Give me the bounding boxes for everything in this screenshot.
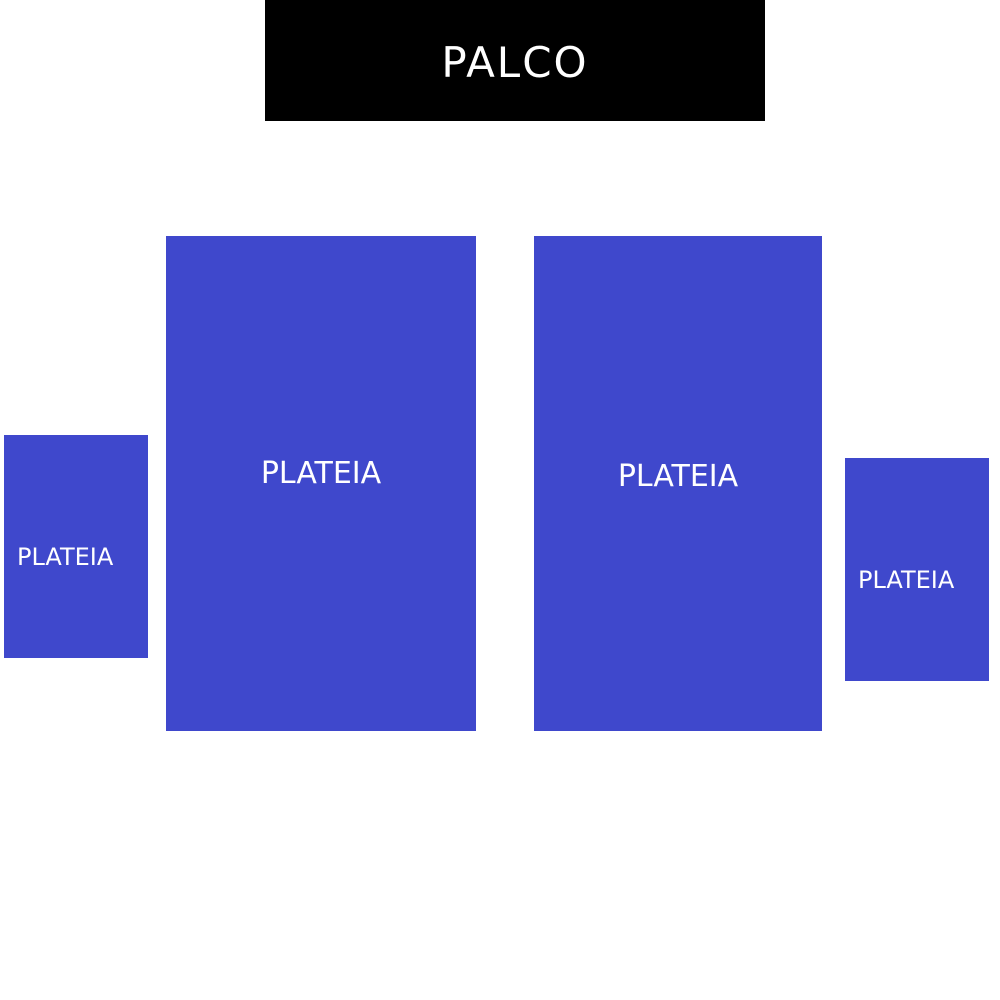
stage-label: PALCO	[441, 38, 589, 87]
section-plateia-center-left[interactable]: PLATEIA	[166, 236, 476, 731]
section-label: PLATEIA	[858, 565, 955, 594]
section-label: PLATEIA	[17, 542, 114, 571]
section-label: PLATEIA	[617, 459, 739, 494]
stage: PALCO	[265, 0, 765, 121]
section-label: PLATEIA	[260, 456, 382, 491]
section-plateia-right-side[interactable]: PLATEIA	[845, 458, 989, 681]
section-plateia-left-side[interactable]: PLATEIA	[4, 435, 148, 658]
section-plateia-center-right[interactable]: PLATEIA	[534, 236, 822, 731]
